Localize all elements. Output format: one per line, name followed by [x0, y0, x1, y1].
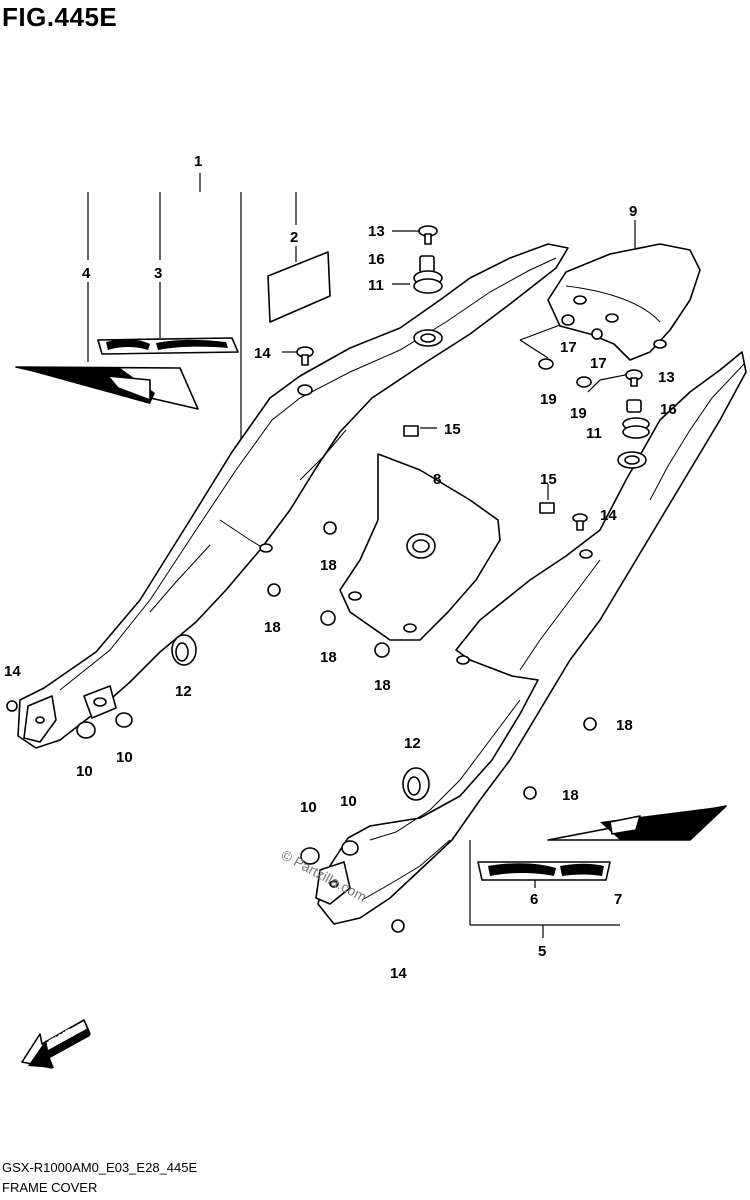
- callout-16a: 16: [368, 251, 385, 268]
- callout-10d: 10: [340, 793, 357, 810]
- callout-9: 9: [629, 203, 637, 220]
- callout-14c: 14: [4, 663, 21, 680]
- callout-14a: 14: [254, 345, 271, 362]
- clip-15-b: [539, 502, 555, 514]
- callout-16b: 16: [660, 401, 677, 418]
- collar-16-right: [626, 399, 642, 413]
- callout-1: 1: [194, 153, 202, 170]
- callout-4: 4: [82, 265, 91, 282]
- right-frame-cover-5: [315, 351, 747, 925]
- callout-18f: 18: [562, 787, 579, 804]
- callout-19a: 19: [540, 391, 557, 408]
- callout-labels: 1 2 3 4 13 16 11 9 14 17 17 13 19 19 16 …: [4, 153, 677, 982]
- callout-13a: 13: [368, 223, 385, 240]
- callout-10a: 10: [76, 763, 93, 780]
- screw-19-b: [576, 376, 592, 388]
- stripe-decal-7: [547, 805, 727, 841]
- diagram-code: GSX-R1000AM0_E03_E28_445E: [2, 1160, 198, 1175]
- diagram-caption: FRAME COVER: [2, 1180, 98, 1195]
- collar-10-left-c: [115, 712, 133, 728]
- callout-10c: 10: [300, 799, 317, 816]
- center-cover-8: [339, 453, 501, 641]
- clip-17-b: [591, 328, 603, 340]
- callout-6: 6: [530, 891, 538, 908]
- callout-18b: 18: [264, 619, 281, 636]
- callout-11b: 11: [586, 425, 602, 442]
- screw-14-left: [6, 700, 18, 712]
- callout-5: 5: [538, 943, 546, 960]
- grommet-11-right: [622, 417, 650, 439]
- grommet-11-top: [413, 270, 443, 294]
- callout-17a: 17: [560, 339, 577, 356]
- callout-12b: 12: [404, 735, 421, 752]
- callout-2: 2: [290, 229, 298, 246]
- callout-3: 3: [154, 265, 162, 282]
- screw-14-right: [572, 513, 588, 531]
- rivet-18-b: [267, 583, 281, 597]
- screw-14-lower: [391, 919, 405, 933]
- grommet-12-right: [402, 767, 430, 801]
- callout-10b: 10: [116, 749, 133, 766]
- callout-11a: 11: [368, 277, 384, 294]
- stripe-decal-4: [15, 366, 199, 410]
- collar-10-left-b: [76, 721, 96, 739]
- rivet-18-d: [374, 642, 390, 658]
- collar-10-right-a: [300, 847, 320, 865]
- emblem-decal-3: [97, 337, 239, 355]
- callout-19b: 19: [570, 405, 587, 422]
- left-frame-cover-1: [17, 243, 569, 749]
- collar-10-right-b: [341, 840, 359, 856]
- callout-18e: 18: [616, 717, 633, 734]
- exploded-parts-diagram: FWD © Partzilla.com 1 2 3 4 13 16 11 9 1…: [4, 153, 747, 1069]
- screw-19-a: [538, 358, 554, 370]
- collar-16-top: [419, 255, 435, 273]
- screw-13-top: [418, 225, 438, 245]
- screw-14-upper: [296, 346, 314, 366]
- clip-17-a: [561, 314, 575, 326]
- rivet-18-a: [323, 521, 337, 535]
- grommet-12-left: [171, 634, 197, 666]
- fwd-arrow-icon: FWD: [21, 1019, 91, 1069]
- label-2: [267, 251, 331, 323]
- callout-7: 7: [614, 891, 622, 908]
- callout-18a: 18: [320, 557, 337, 574]
- callout-13b: 13: [658, 369, 675, 386]
- callout-18c: 18: [320, 649, 337, 666]
- callout-17b: 17: [590, 355, 607, 372]
- callout-18d: 18: [374, 677, 391, 694]
- clip-15-a: [403, 425, 419, 437]
- figure-title: FIG.445E: [2, 2, 118, 32]
- rivet-18-c: [320, 610, 336, 626]
- rivet-18-e: [583, 717, 597, 731]
- callout-15b: 15: [540, 471, 557, 488]
- emblem-decal-6: [477, 861, 611, 881]
- callout-12a: 12: [175, 683, 192, 700]
- callout-15a: 15: [444, 421, 461, 438]
- screw-13-right: [625, 369, 643, 387]
- callout-8: 8: [433, 471, 441, 488]
- callout-14d: 14: [390, 965, 407, 982]
- callout-14b: 14: [600, 507, 617, 524]
- rivet-18-f: [523, 786, 537, 800]
- grommet-10-left-a: [83, 685, 117, 719]
